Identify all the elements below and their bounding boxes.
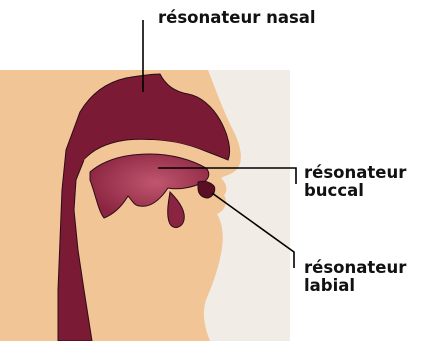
label-nasal-resonator: résonateur nasal xyxy=(158,9,316,27)
label-labial-resonator: résonateur labial xyxy=(304,259,406,295)
label-buccal-resonator: résonateur buccal xyxy=(304,164,406,200)
label-labial-line2: labial xyxy=(304,277,406,295)
label-labial-line1: résonateur xyxy=(304,259,406,277)
label-buccal-line1: résonateur xyxy=(304,164,406,182)
label-nasal-text: résonateur nasal xyxy=(158,9,316,27)
label-buccal-line2: buccal xyxy=(304,182,406,200)
